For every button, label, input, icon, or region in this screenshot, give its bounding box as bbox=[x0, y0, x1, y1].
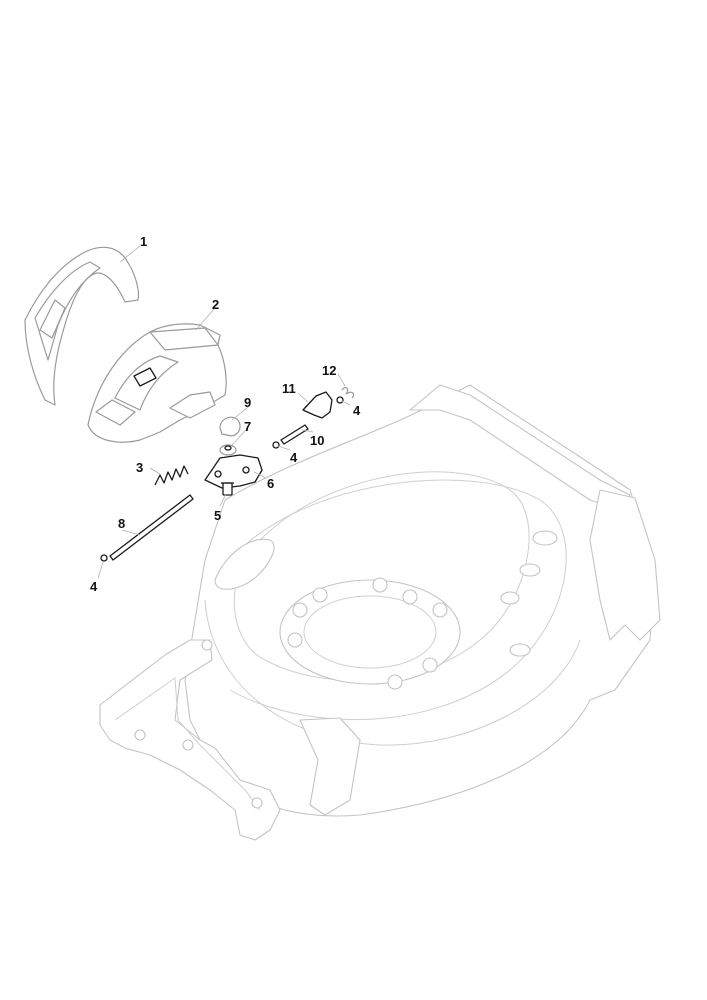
callout-4b: 4 bbox=[290, 450, 298, 465]
part-8-rod bbox=[109, 494, 194, 561]
callout-12: 12 bbox=[322, 363, 336, 378]
callout-3: 3 bbox=[136, 460, 143, 475]
part-10-pin bbox=[280, 424, 309, 445]
callout-7: 7 bbox=[244, 419, 251, 434]
part-5-bolt bbox=[221, 482, 234, 496]
mount-holes bbox=[287, 577, 448, 690]
callout-labels: 1 2 12 11 4 9 7 10 4 3 6 5 8 4 bbox=[90, 234, 361, 594]
part-12-spring bbox=[341, 386, 355, 399]
callout-5: 5 bbox=[214, 508, 221, 523]
callout-11: 11 bbox=[282, 381, 296, 396]
part-1-rear-cover bbox=[24, 246, 140, 406]
part-11-latch bbox=[302, 391, 333, 419]
part-9-knob bbox=[219, 416, 241, 437]
callout-9: 9 bbox=[244, 395, 251, 410]
callout-10: 10 bbox=[310, 433, 324, 448]
callout-4a: 4 bbox=[353, 403, 361, 418]
callout-4c: 4 bbox=[90, 579, 98, 594]
part-3-spring bbox=[154, 465, 189, 486]
mower-deck bbox=[99, 384, 661, 841]
part-2-control-cover bbox=[87, 323, 227, 443]
part-7-nut bbox=[219, 444, 237, 456]
leader-lines bbox=[97, 245, 351, 579]
callout-1: 1 bbox=[140, 234, 147, 249]
part-4-washers bbox=[100, 396, 344, 562]
callout-8: 8 bbox=[118, 516, 125, 531]
callout-6: 6 bbox=[267, 476, 274, 491]
callout-2: 2 bbox=[212, 297, 219, 312]
